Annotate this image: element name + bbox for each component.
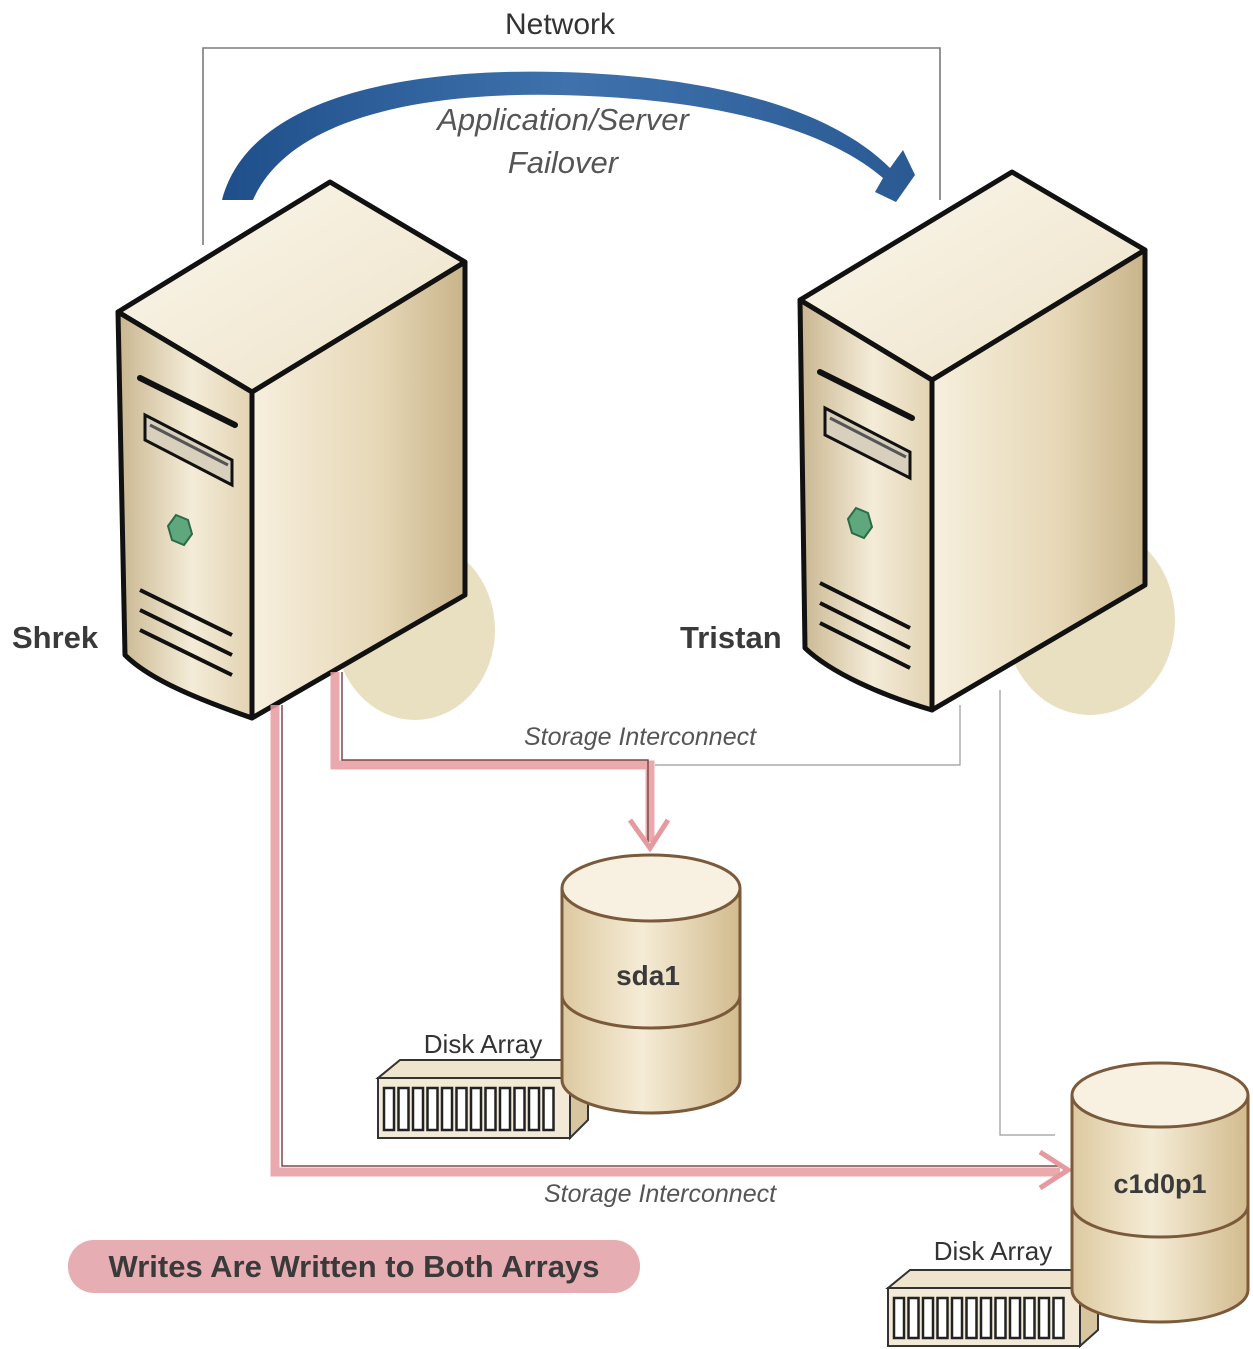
drive-bay xyxy=(513,1086,526,1132)
power-led-icon xyxy=(846,506,874,540)
drive-bay xyxy=(498,1086,512,1132)
drive-bay xyxy=(892,1296,906,1340)
network-link xyxy=(202,47,941,245)
drive-bay xyxy=(484,1086,497,1132)
write-path-sda1 xyxy=(330,672,655,842)
drive-bay xyxy=(979,1296,993,1340)
drive-bay xyxy=(921,1296,935,1340)
storage-interconnect-label-1: Storage Interconnect xyxy=(524,723,757,751)
drive-bay xyxy=(1052,1296,1065,1340)
drive-bay xyxy=(397,1086,410,1132)
writes-banner-text: Writes Are Written to Both Arrays xyxy=(109,1249,600,1284)
disk-array-label-1: Disk Array xyxy=(424,1029,542,1059)
interconnect-tristan-sda1 xyxy=(655,705,961,766)
drive-bay xyxy=(1008,1296,1022,1340)
write-path-arrowhead-icon xyxy=(1038,1149,1073,1191)
drive-bay xyxy=(994,1296,1007,1340)
volume-c1d0p1 xyxy=(1070,1061,1250,1324)
failover-label-line2: Failover xyxy=(508,145,620,180)
write-path-c1d0p1 xyxy=(270,705,1060,1177)
volume-label-sda1: sda1 xyxy=(616,960,680,991)
failover-arrow-icon xyxy=(222,71,915,202)
interconnect-tristan-c1d0p1 xyxy=(999,690,1055,1136)
write-path-arrowhead-icon xyxy=(627,818,671,853)
drive-bay xyxy=(1037,1296,1051,1340)
volume-sda1 xyxy=(560,853,742,1115)
drive-bay xyxy=(382,1086,396,1132)
drive-bay xyxy=(907,1296,920,1340)
disk-array-1 xyxy=(375,1057,591,1141)
disk-array-label-2: Disk Array xyxy=(934,1236,1052,1266)
server-label-tristan: Tristan xyxy=(680,620,782,655)
volume-label-c1d0p1: c1d0p1 xyxy=(1113,1169,1206,1199)
storage-interconnect-label-2: Storage Interconnect xyxy=(544,1180,777,1208)
drive-bay xyxy=(440,1086,454,1132)
writes-banner xyxy=(68,1240,640,1293)
drive-bay xyxy=(965,1296,978,1340)
server-label-shrek: Shrek xyxy=(12,620,99,655)
drive-bay xyxy=(1023,1296,1036,1340)
drive-bay xyxy=(542,1086,555,1132)
drive-bay xyxy=(527,1086,541,1132)
drive-bay xyxy=(469,1086,483,1132)
disk-array-2 xyxy=(885,1267,1101,1349)
drive-bay xyxy=(411,1086,425,1132)
drive-bay xyxy=(426,1086,439,1132)
server-tristan xyxy=(797,169,1148,713)
failover-label-line1: Application/Server xyxy=(435,102,690,137)
power-led-icon xyxy=(166,513,194,547)
drive-bay xyxy=(936,1296,949,1340)
server-shrek xyxy=(115,179,468,721)
network-label: Network xyxy=(505,8,616,41)
drive-bay xyxy=(455,1086,468,1132)
drive-bay xyxy=(950,1296,964,1340)
